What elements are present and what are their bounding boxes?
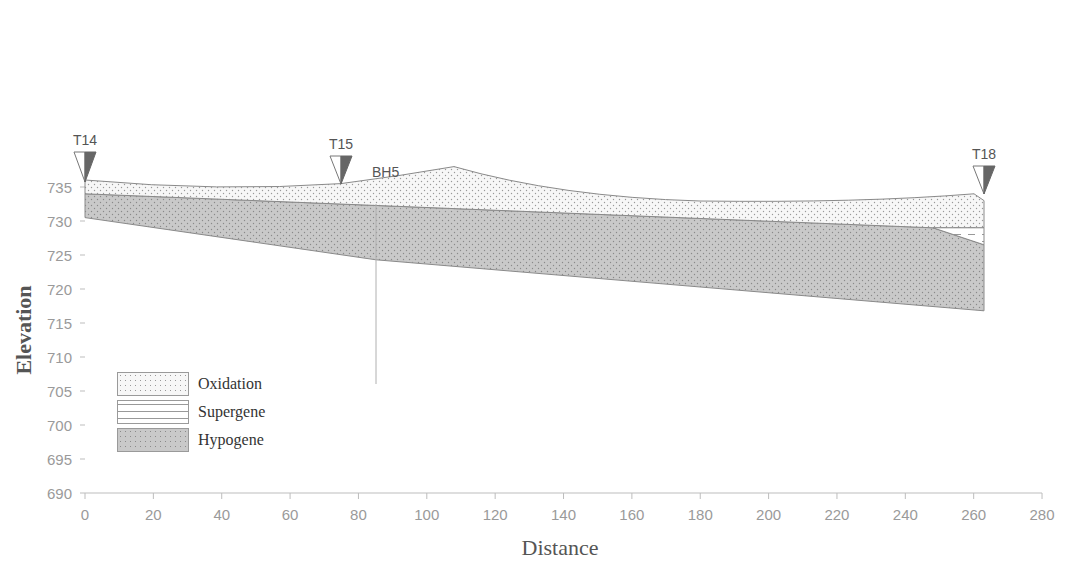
trench-marker <box>74 152 96 182</box>
borehole-label: BH5 <box>372 165 399 179</box>
borehole-line <box>376 204 377 384</box>
tick-label: 695 <box>47 452 72 467</box>
tick-label: 140 <box>551 507 576 522</box>
tick-label: 20 <box>145 507 162 522</box>
tick-label: 690 <box>47 486 72 501</box>
trench-label: T15 <box>329 137 353 151</box>
axis-title: Elevation <box>13 285 35 374</box>
trench-label: T14 <box>73 133 97 147</box>
tick-label: 200 <box>756 507 781 522</box>
tick-label: 180 <box>688 507 713 522</box>
trench-marker <box>973 166 995 194</box>
y-ticks <box>80 187 85 493</box>
tick-label: 705 <box>47 384 72 399</box>
legend-label: Oxidation <box>198 376 262 392</box>
legend-label: Hypogene <box>198 432 264 448</box>
legend-swatch <box>117 400 189 424</box>
tick-label: 725 <box>47 248 72 263</box>
tick-label: 710 <box>47 350 72 365</box>
legend-label: Supergene <box>198 404 265 420</box>
tick-label: 80 <box>350 507 367 522</box>
tick-label: 720 <box>47 282 72 297</box>
trench-label: T18 <box>972 147 996 161</box>
tick-label: 700 <box>47 418 72 433</box>
tick-label: 40 <box>213 507 230 522</box>
trench-marker <box>330 156 352 184</box>
tick-label: 735 <box>47 180 72 195</box>
oxidation-zone <box>85 167 984 228</box>
tick-label: 730 <box>47 214 72 229</box>
axis-title: Distance <box>522 537 599 559</box>
tick-label: 60 <box>282 507 299 522</box>
x-ticks <box>85 493 1042 499</box>
tick-label: 220 <box>824 507 849 522</box>
tick-label: 160 <box>619 507 644 522</box>
supergene-zone <box>933 228 984 245</box>
tick-label: 280 <box>1030 507 1055 522</box>
tick-label: 260 <box>961 507 986 522</box>
legend-swatch <box>117 372 189 396</box>
tick-label: 0 <box>81 507 89 522</box>
tick-label: 100 <box>414 507 439 522</box>
tick-label: 120 <box>483 507 508 522</box>
legend-swatch <box>117 428 189 452</box>
tick-label: 240 <box>893 507 918 522</box>
tick-label: 715 <box>47 316 72 331</box>
